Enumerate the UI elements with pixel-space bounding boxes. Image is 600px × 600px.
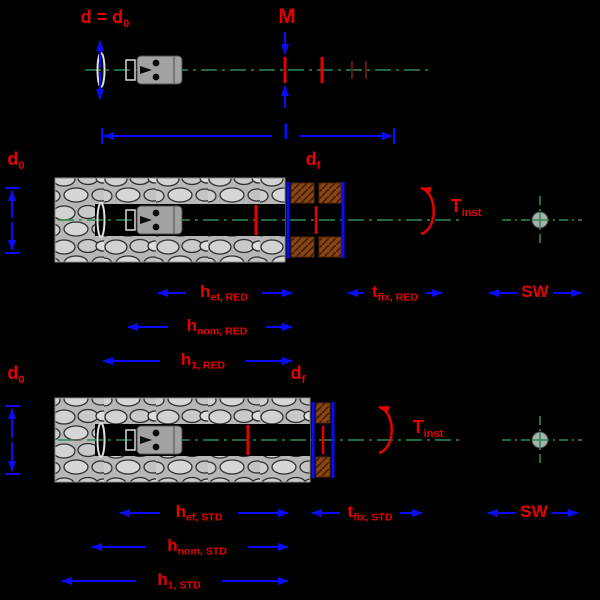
standard-fixture-hole-label: df (290, 363, 306, 386)
label-sub: 0 (123, 17, 130, 30)
reduced-h1-label: h1, RED (180, 350, 226, 372)
fixture-plate-bottom (315, 456, 331, 478)
reduced-hnom-label: hnom, RED (186, 316, 248, 338)
label-text: h (167, 536, 178, 555)
anchor-end-view (502, 416, 582, 464)
label-text: d (290, 363, 302, 383)
torque-arrow-icon (378, 405, 393, 455)
label-sub: inst (423, 427, 444, 440)
label-text: t (347, 502, 354, 521)
label-text: SW (520, 502, 548, 521)
length-dimension (101, 128, 395, 144)
reduced-wrench-label: SW (521, 282, 549, 302)
reduced-hole-diameter-label: d0 (7, 149, 25, 172)
standard-torque-label: Tinst (412, 417, 444, 440)
label-text: T (450, 196, 462, 216)
label-text: d = d (80, 7, 124, 27)
label-sub: f (301, 373, 306, 386)
hole-diameter-dimension (5, 405, 20, 475)
label-text: T (412, 417, 424, 437)
reduced-hef-label: hef, RED (200, 282, 248, 304)
hole-diameter-dimension (5, 187, 20, 254)
thread-size-label: M (278, 5, 296, 28)
thread-marks (281, 32, 367, 108)
label-sub: ef, STD (186, 511, 223, 524)
standard-hnom-label: hnom, STD (167, 536, 227, 558)
standard-hef-label: hef, STD (175, 502, 223, 524)
label-text: t (371, 282, 378, 301)
label-text: h (186, 316, 198, 335)
standard-embedment-diagram (5, 397, 582, 585)
label-sub: 1, RED (191, 359, 226, 372)
reduced-tfix-label: tfix, RED (371, 282, 419, 304)
label-sub: 0 (18, 373, 25, 386)
standard-tfix-label: tfix, STD (347, 502, 393, 524)
label-text: l (283, 121, 289, 144)
label-text: SW (521, 282, 549, 301)
fixture-plate-top (290, 182, 315, 204)
fixture-stack (286, 182, 345, 258)
top-profile-diagram (85, 32, 432, 144)
anchor-assembly (96, 52, 183, 88)
label-text: d (305, 149, 317, 169)
label-sub: fix, RED (377, 291, 419, 304)
label-text: d (7, 149, 19, 169)
anchor-end-view (502, 196, 582, 244)
reduced-torque-label: Tinst (450, 196, 482, 219)
label-sub: 0 (18, 159, 25, 172)
label-sub: 1, STD (167, 579, 201, 592)
label-text: M (278, 5, 296, 28)
fixture-stack (311, 402, 335, 478)
label-sub: fix, STD (353, 511, 393, 524)
label-sub: inst (461, 206, 482, 219)
label-text: h (180, 350, 192, 369)
bolt-length-label: l (283, 121, 289, 144)
label-text: h (157, 570, 168, 589)
fixture-plate-bottom (290, 236, 315, 258)
label-sub: ef, RED (210, 291, 248, 304)
reduced-embedment-diagram (5, 177, 582, 365)
fixture-plate-bottom (318, 236, 342, 258)
torque-arrow-icon (420, 186, 435, 236)
label-text: h (200, 282, 211, 301)
label-sub: f (316, 159, 321, 172)
fixture-plate-top (315, 402, 331, 424)
label-text: d (7, 363, 19, 383)
standard-h1-label: h1, STD (157, 570, 201, 592)
standard-hole-diameter-label: d0 (7, 363, 25, 386)
bolt-diameter-label: d = d0 (80, 7, 130, 30)
standard-wrench-label: SW (520, 502, 548, 522)
fixture-plate-top (318, 182, 342, 204)
reduced-fixture-hole-label: df (305, 149, 321, 172)
label-sub: nom, STD (177, 545, 227, 558)
label-text: h (175, 502, 187, 521)
label-sub: nom, RED (197, 325, 248, 338)
